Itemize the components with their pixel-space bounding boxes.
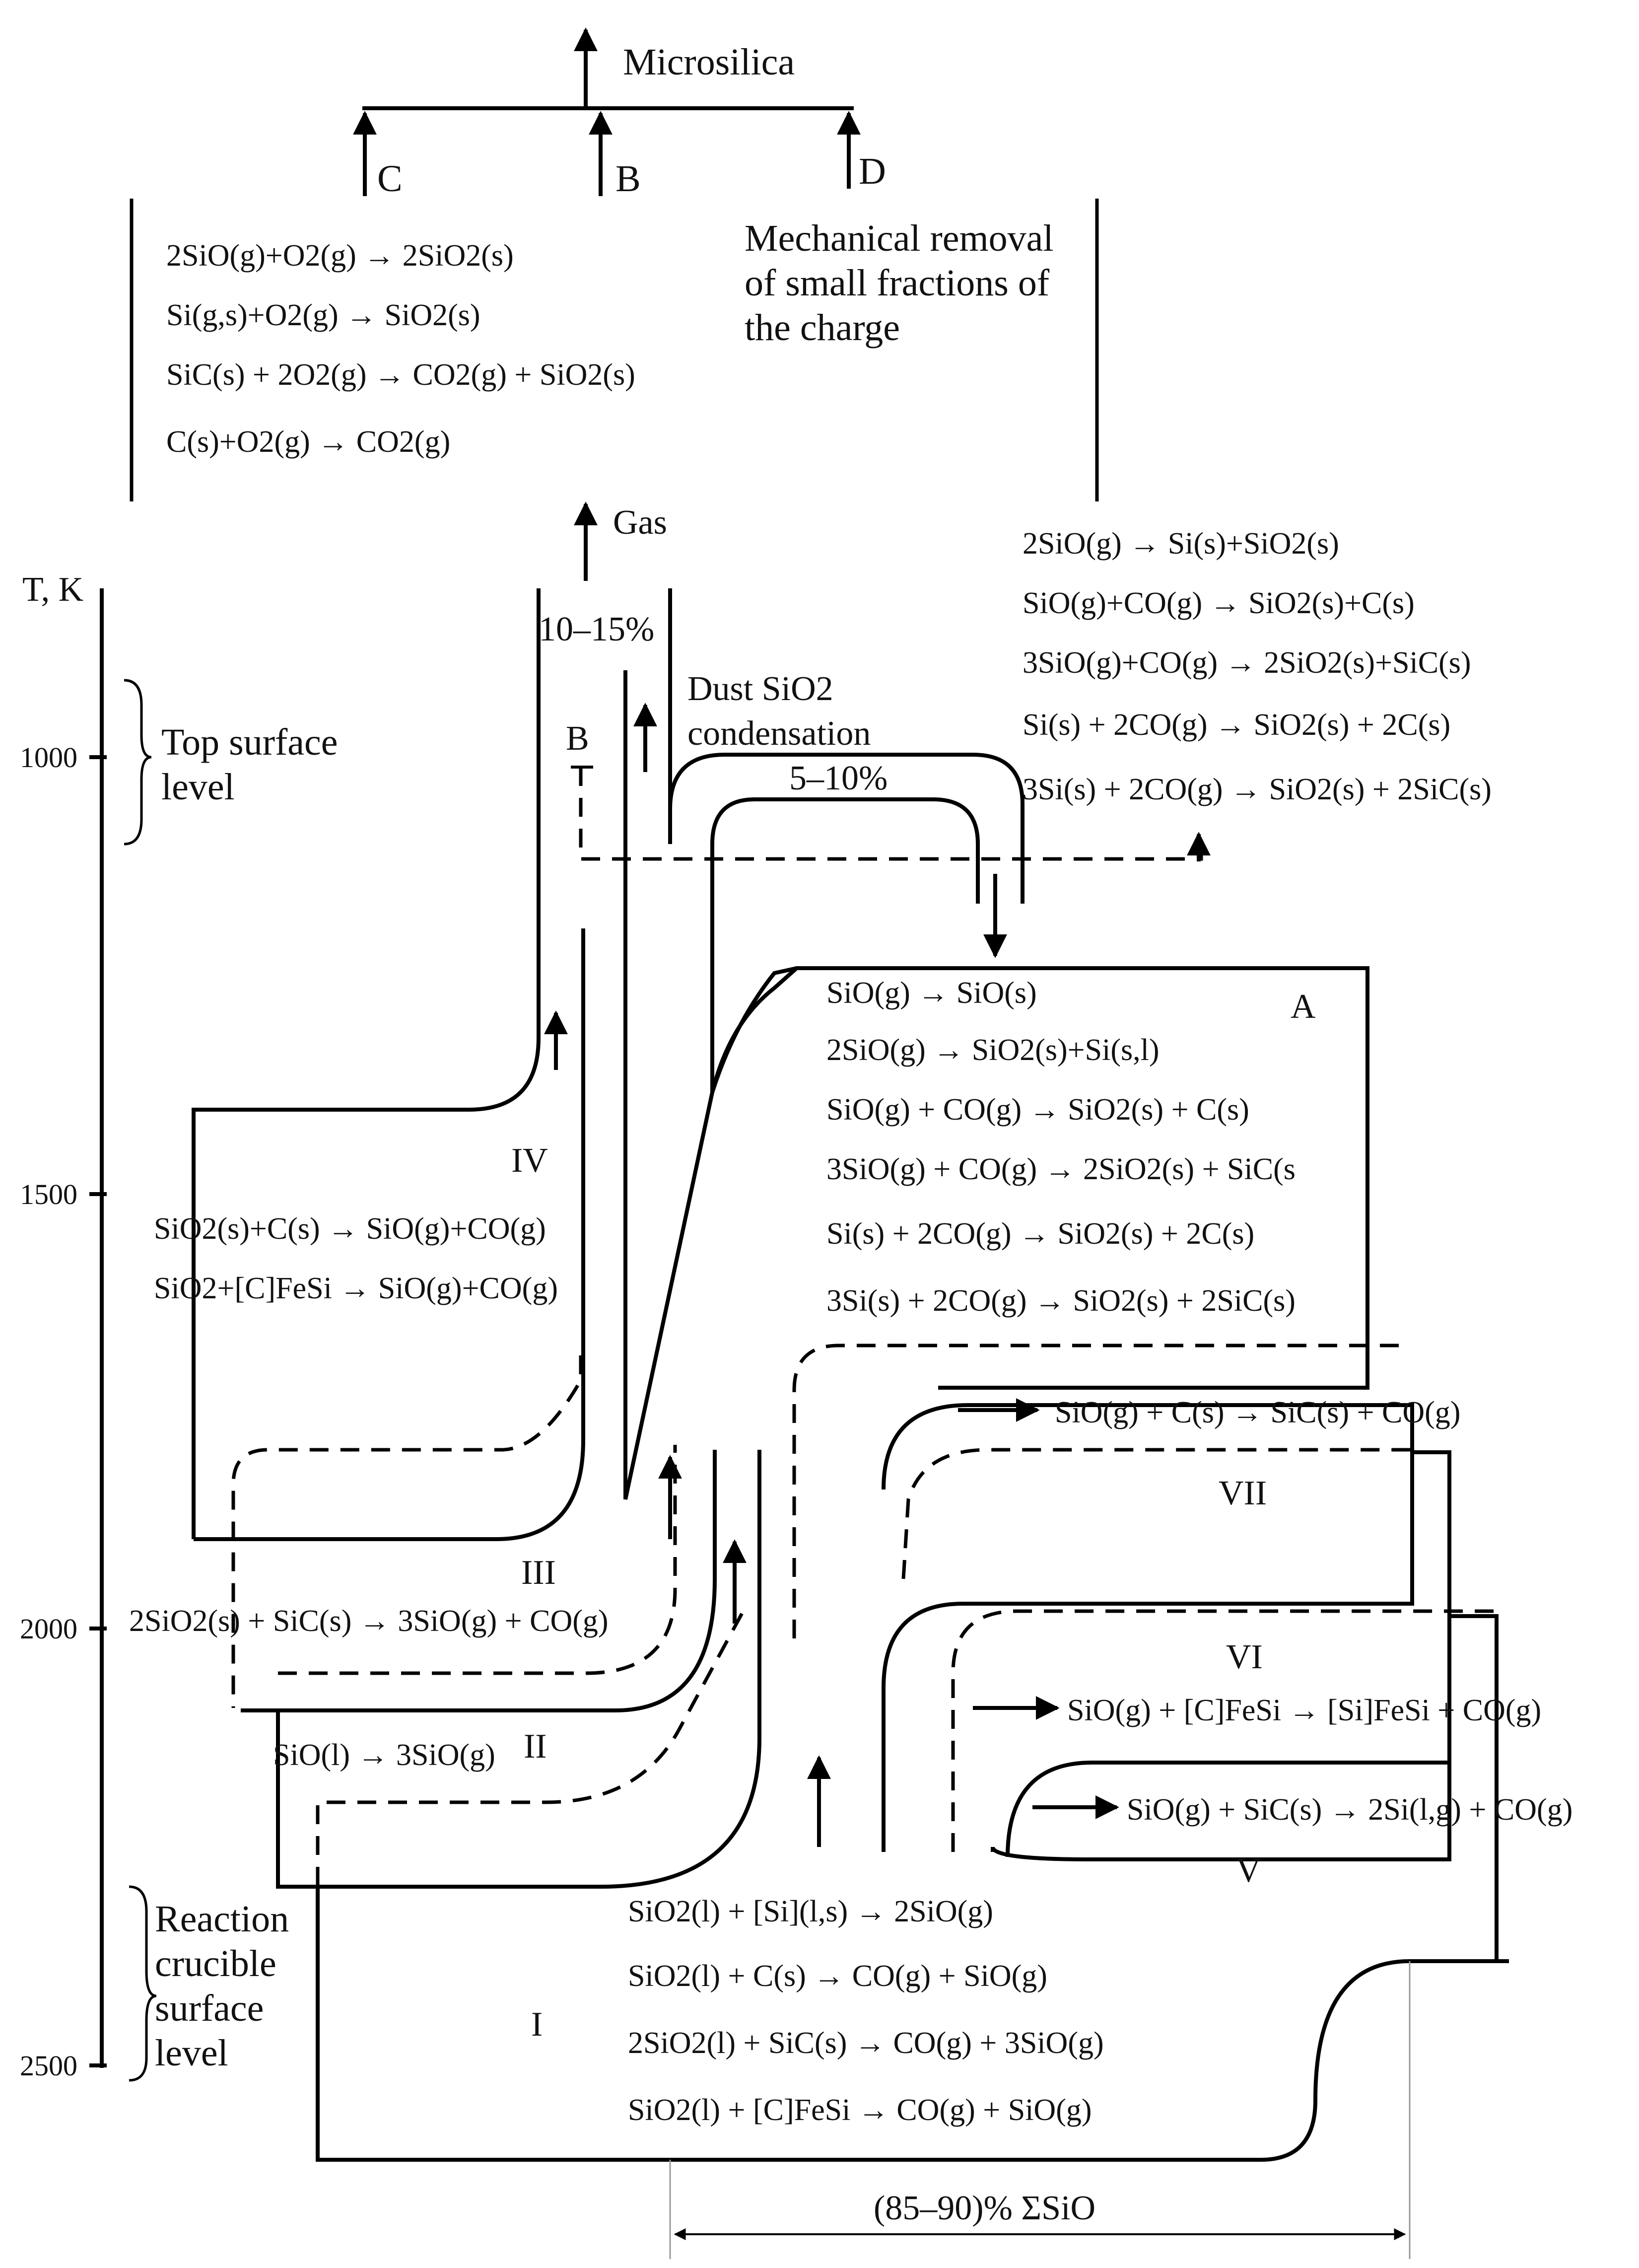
top-level-label: level (161, 766, 235, 808)
crucible-level-label: level (155, 2032, 228, 2074)
zone-iv-label: IV (511, 1141, 548, 1180)
zone-i-equation: SiO2(l) + [C]FeSi → CO(g) + SiO(g) (628, 2093, 1092, 2127)
zone-a-equation: SiO(g) + CO(g) → SiO2(s) + C(s) (826, 1093, 1249, 1127)
zone-iii-equation: 2SiO2(s) + SiC(s) → 3SiO(g) + CO(g) (129, 1604, 609, 1638)
mechanical-removal-line: the charge (745, 307, 900, 349)
zone-a-equation: 2SiO(g) → SiO2(s)+Si(s,l) (826, 1033, 1160, 1067)
source-d-label: D (859, 150, 886, 192)
zone-vi-equation: SiO(g) + [C]FeSi → [Si]FeSi + CO(g) (1067, 1694, 1541, 1727)
right-equation: 3Si(s) + 2CO(g) → SiO2(s) + 2SiC(s) (1023, 773, 1492, 806)
zone-a-equation: SiO(g) → SiO(s) (826, 976, 1037, 1010)
zone-iii-label: III (521, 1554, 556, 1592)
right-equation: 2SiO(g) → Si(s)+SiO2(s) (1023, 527, 1339, 561)
crucible-level-label: crucible (155, 1943, 276, 1984)
top-oxidation-equations: 2SiO(g)+O2(g) → 2SiO2(s) Si(g,s)+O2(g) →… (166, 239, 635, 459)
gas-label: Gas (613, 503, 667, 542)
zone-i-equation: SiO2(l) + [Si](l,s) → 2SiO(g) (628, 1895, 993, 1928)
zone-vi-label: VI (1226, 1638, 1263, 1676)
zone-i-equations: SiO2(l) + [Si](l,s) → 2SiO(g) SiO2(l) + … (628, 1895, 1104, 2127)
top-box-borders (130, 199, 1099, 501)
right-equation: Si(s) + 2CO(g) → SiO2(s) + 2C(s) (1023, 708, 1450, 742)
mechanical-removal-line: of small fractions of (745, 262, 1050, 304)
top-equation: Si(g,s)+O2(g) → SiO2(s) (166, 298, 480, 332)
zone-i-equation: SiO2(l) + C(s) → CO(g) + SiO(g) (628, 1959, 1047, 1993)
top-equation: C(s)+O2(g) → CO2(g) (166, 425, 450, 459)
zone-iv-equation: SiO2+[C]FeSi → SiO(g)+CO(g) (154, 1272, 558, 1305)
zone-a-equation: Si(s) + 2CO(g) → SiO2(s) + 2C(s) (826, 1217, 1254, 1251)
zone-a-equations: SiO(g) → SiO(s) 2SiO(g) → SiO2(s)+Si(s,l… (826, 976, 1296, 1318)
zone-a-equation: 3Si(s) + 2CO(g) → SiO2(s) + 2SiC(s) (826, 1284, 1296, 1318)
microsilica-collector (353, 27, 861, 196)
right-equation: 3SiO(g)+CO(g) → 2SiO2(s)+SiC(s) (1023, 646, 1471, 680)
mechanical-removal-text: Mechanical removal of small fractions of… (745, 217, 1053, 349)
axis-tick-1500: 1500 (20, 1178, 77, 1210)
zone-vii-equation: SiO(g) + C(s) → SiC(s) + CO(g) (1055, 1396, 1460, 1429)
zone-ii-label: II (524, 1727, 547, 1766)
top-level-brace (124, 679, 152, 846)
axis-tick-2000: 2000 (20, 1613, 77, 1645)
crucible-level-brace (129, 1885, 157, 2082)
bottom-dimension (669, 1961, 1411, 2259)
bottom-percent-label: (85–90)% ΣSiO (874, 2189, 1095, 2227)
flow-arrows (544, 703, 1211, 1847)
zone-v-label: V (1236, 1851, 1261, 1890)
dashed-channels (231, 767, 1494, 1916)
gas-percent: 10–15% (539, 610, 654, 648)
zone-i-equation: 2SiO2(l) + SiC(s) → CO(g) + 3SiO(g) (628, 2026, 1104, 2060)
crucible-level-label: surface (155, 1987, 264, 2029)
axis-label: T, K (22, 570, 83, 609)
top-level-label: Top surface (161, 721, 338, 763)
zone-vii-label: VII (1219, 1474, 1267, 1512)
zone-b-label: B (566, 719, 589, 758)
dust-percent: 5–10% (789, 759, 888, 797)
right-equation: SiO(g)+CO(g) → SiO2(s)+C(s) (1023, 586, 1415, 620)
zone-i-label: I (531, 2005, 543, 2044)
zone-v-equation: SiO(g) + SiC(s) → 2Si(l,g) + CO(g) (1127, 1793, 1572, 1827)
zone-ii-equation: SiO(l) → 3SiO(g) (273, 1738, 495, 1772)
temperature-axis (89, 588, 107, 2068)
microsilica-title: Microsilica (623, 41, 795, 83)
zone-a-equation: 3SiO(g) + CO(g) → 2SiO2(s) + SiC(s (826, 1152, 1296, 1186)
top-equation: 2SiO(g)+O2(g) → 2SiO2(s) (166, 239, 514, 273)
zone-a-label: A (1291, 988, 1316, 1026)
dust-label: Dust SiO2 (687, 670, 833, 708)
axis-tick-1000: 1000 (20, 741, 77, 774)
top-equation: SiC(s) + 2O2(g) → CO2(g) + SiO2(s) (166, 358, 635, 392)
right-condensation-equations: 2SiO(g) → Si(s)+SiO2(s) SiO(g)+CO(g) → S… (1023, 527, 1492, 806)
furnace-channels (192, 588, 1509, 2162)
mechanical-removal-line: Mechanical removal (745, 217, 1053, 259)
axis-tick-2500: 2500 (20, 2050, 77, 2082)
crucible-level-label: Reaction (155, 1898, 289, 1940)
zone-iv-equation: SiO2(s)+C(s) → SiO(g)+CO(g) (154, 1212, 546, 1246)
source-c-label: C (377, 158, 403, 200)
source-b-label: B (615, 158, 641, 200)
dust-label: condensation (687, 714, 871, 753)
